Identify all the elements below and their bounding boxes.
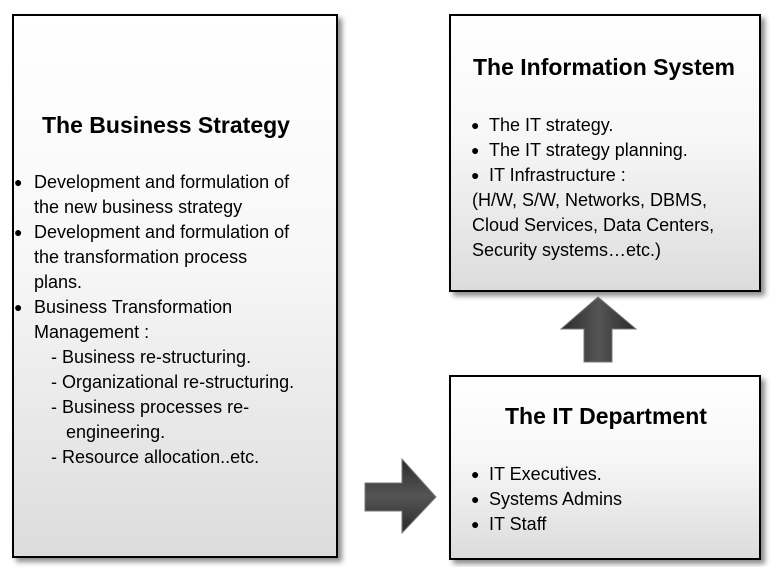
business-bullet-1-line-2: the new business strategy: [34, 197, 243, 217]
bullet-icon: ●: [14, 299, 23, 315]
business-strategy-title: The Business Strategy: [42, 112, 290, 138]
bullet-icon: ●: [14, 174, 23, 190]
bullet-icon: ●: [471, 491, 480, 507]
bullet-icon: ●: [471, 117, 480, 133]
information-system-box: The Information System ● The IT strategy…: [449, 14, 761, 292]
business-sub-item: engineering.: [66, 422, 166, 442]
business-bullet-3-line-1: Business Transformation: [34, 297, 233, 317]
infosys-extra-line: (H/W, S/W, Networks, DBMS,: [472, 190, 708, 210]
business-strategy-box: The Business Strategy ● Development and …: [12, 14, 338, 558]
infosys-bullet: The IT strategy planning.: [489, 140, 688, 160]
business-sub-item: - Resource allocation..etc.: [51, 447, 260, 467]
up-arrow-icon: [559, 296, 638, 363]
bullet-icon: ●: [14, 224, 23, 240]
business-bullet-2-line-2: the transformation process: [34, 247, 248, 267]
itdept-bullet: IT Executives.: [489, 464, 602, 484]
right-arrow-icon: [364, 457, 437, 535]
infosys-extra-line: Security systems…etc.): [472, 240, 662, 260]
bullet-icon: ●: [471, 516, 480, 532]
business-bullet-3-line-2: Management :: [34, 322, 150, 342]
itdept-bullet: IT Staff: [489, 514, 547, 534]
business-sub-item: - Business re-structuring.: [51, 347, 252, 367]
it-department-box: The IT Department ● IT Executives. ● Sys…: [449, 375, 761, 560]
bullet-icon: ●: [471, 466, 480, 482]
itdept-bullet: Systems Admins: [489, 489, 623, 509]
infosys-bullet: The IT strategy.: [489, 115, 614, 135]
business-bullet-2-line-3: plans.: [34, 272, 83, 292]
business-sub-item: - Organizational re-structuring.: [51, 372, 295, 392]
infosys-extra-line: Cloud Services, Data Centers,: [472, 215, 715, 235]
infosys-bullet: IT Infrastructure :: [489, 165, 626, 185]
bullet-icon: ●: [471, 167, 480, 183]
business-bullet-2-line-1: Development and formulation of: [34, 222, 290, 242]
business-bullet-1-line-1: Development and formulation of: [34, 172, 290, 192]
bullet-icon: ●: [471, 142, 480, 158]
business-sub-item: - Business processes re-: [51, 397, 250, 417]
information-system-title: The Information System: [473, 54, 735, 80]
it-department-title: The IT Department: [505, 403, 707, 429]
